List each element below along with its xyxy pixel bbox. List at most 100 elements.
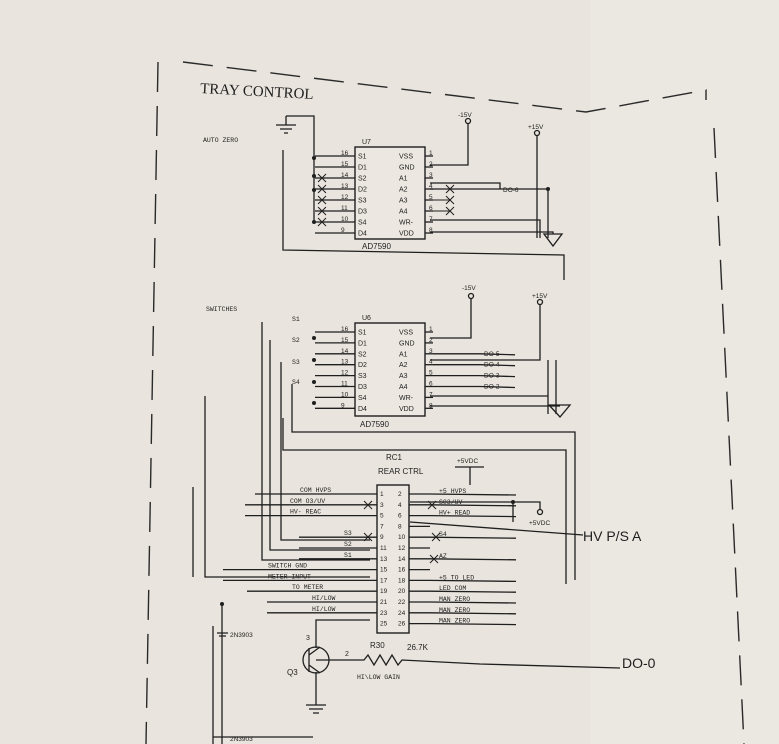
no-connect-mark: [429, 554, 439, 564]
connector-name: REAR CTRL: [378, 467, 424, 476]
rc1-left-signal: TO METER: [292, 584, 323, 591]
u6-right-pin-num: 4: [429, 359, 433, 366]
rc1-left-signal: HI/LOW: [312, 595, 336, 602]
rc1-right-wire: [429, 493, 517, 496]
chip-u7-ref: U7: [362, 139, 371, 146]
auto-zero-label: AUTO ZERO: [203, 137, 238, 144]
supply-neg15-u7: -15V: [430, 112, 472, 166]
u7-left-pin-name: S3: [358, 198, 367, 205]
u7-left-pin-num: 15: [341, 161, 349, 168]
rc1-right-pin-num: 4: [398, 502, 402, 509]
no-connect-mark: [363, 532, 373, 542]
u6-left-pin-name: D2: [358, 362, 367, 369]
u6-right-pin-name: VSS: [399, 330, 413, 337]
rc1-right-wire: [429, 536, 517, 539]
u6-input-label: S3: [292, 359, 300, 366]
u7-left-pin-num: 13: [341, 183, 349, 190]
rc1-right-signal: AZ: [439, 553, 447, 560]
u6-left-pin-num: 10: [341, 391, 349, 398]
rc1-left-signal: SWITCH GND: [268, 563, 307, 570]
u6-net-label: DO-2: [484, 384, 500, 391]
u6-right-pin-num: 2: [429, 337, 433, 344]
rc1-right-signal: S4: [439, 531, 447, 538]
rc1-right-pin-num: 18: [398, 577, 406, 584]
u7-right-pin-num: 8: [429, 227, 433, 234]
u6-left-pin-name: D1: [358, 340, 367, 347]
rc1-right-pin-num: 8: [398, 523, 402, 530]
rc1-right-wire: [429, 514, 517, 518]
chip-u6-net-labels: DO-5DO-4DO-3DO-2: [433, 351, 516, 391]
ground-triangle-u6: [547, 404, 572, 418]
u6-input-label: S2: [292, 337, 300, 344]
u6-net-wire: [433, 364, 516, 367]
u6-right-pin-name: A4: [399, 384, 408, 391]
rc1-right-signal: S03/UV: [439, 499, 463, 506]
u7-left-pin-num: 16: [341, 150, 349, 157]
svg-text:+5VDC: +5VDC: [529, 520, 550, 527]
ground-triangle-u7: [542, 233, 564, 248]
no-connect-mark: [317, 217, 327, 227]
page-right-half: [590, 0, 779, 744]
dashed-border-left: [145, 61, 159, 744]
rc1-right-pin-num: 16: [398, 567, 406, 574]
svg-text:3: 3: [306, 635, 310, 642]
u7-right-pin-name: VSS: [399, 154, 413, 161]
rc1-right-signal: MAN ZERO: [439, 618, 470, 625]
u6-input-label: S1: [292, 316, 300, 323]
supply-neg15-u6: -15V: [430, 285, 476, 339]
rc1-right-pin-num: 12: [398, 545, 406, 552]
rc1-right-pin-num: 6: [398, 513, 402, 520]
rc1-left-signal: METER INPUT: [268, 573, 311, 580]
u6-left-pin-num: 15: [341, 337, 349, 344]
rc1-right-wire: [429, 504, 517, 507]
rc1-right-signal: HV+ READ: [439, 510, 470, 517]
u6-left-pin-num: 14: [341, 348, 349, 355]
u6-right-pin-num: 3: [429, 348, 433, 355]
chip-u7-body: [354, 146, 426, 240]
connector-rc1-pins: 1357911131517192123252468101214161820222…: [380, 491, 430, 628]
connector-ref: RC1: [386, 453, 403, 462]
u6-left-pin-name: S4: [358, 395, 367, 402]
u7-left-pin-num: 14: [341, 172, 349, 179]
rc1-right-wire: [429, 622, 517, 626]
u6-right-pin-name: VDD: [399, 406, 414, 413]
u7-net-label: DO-6: [503, 187, 519, 194]
u6-left-pin-num: 16: [341, 326, 349, 333]
rc1-right-pin-num: 14: [398, 556, 406, 563]
rc1-left-signal: HV- REAC: [290, 509, 321, 516]
hvps-label: HV P/S A: [583, 528, 642, 544]
svg-text:26.7K: 26.7K: [407, 643, 429, 652]
rc1-right-wire: [429, 601, 517, 604]
rc1-right-wire: [429, 612, 517, 615]
u7-left-pin-num: 9: [341, 227, 345, 234]
rc1-left-pin-num: 5: [380, 513, 384, 520]
do0-label: DO-0: [622, 655, 656, 671]
lower-part-label: 2N3903: [230, 736, 253, 743]
rc1-right-pin-num: 10: [398, 534, 406, 541]
u6-net-wire: [433, 385, 516, 389]
rc1-right-signal: MAN ZERO: [439, 607, 470, 614]
rc1-left-pin-num: 13: [380, 556, 388, 563]
rc1-left-pin-num: 23: [380, 610, 388, 617]
no-connect-mark: [430, 206, 455, 216]
rc1-left-pin-num: 17: [380, 577, 388, 584]
u6-net-label: DO-5: [484, 351, 500, 358]
rc1-left-signal: S1: [344, 552, 352, 559]
rc1-left-pin-num: 3: [380, 502, 384, 509]
no-connect-mark: [427, 500, 437, 510]
no-connect-mark: [317, 206, 327, 216]
rc1-left-pin-num: 21: [380, 599, 388, 606]
u7-right-pin-name: VDD: [399, 231, 414, 238]
ground-symbol-u7: [276, 115, 315, 158]
u7-left-pin-name: D1: [358, 165, 367, 172]
rc1-right-pin-num: 20: [398, 588, 406, 595]
u7-right-pin-num: 4: [429, 183, 433, 190]
u7-left-pin-num: 11: [341, 205, 348, 212]
rc1-left-pin-num: 9: [380, 534, 384, 541]
rc1-left-signal: COM HVPS: [300, 487, 331, 494]
u6-input-label: S4: [292, 379, 300, 386]
u7-right-pin-name: A1: [399, 176, 408, 183]
chip-u6-part: AD7590: [360, 420, 389, 429]
u7-left-pin-name: S4: [358, 220, 367, 227]
